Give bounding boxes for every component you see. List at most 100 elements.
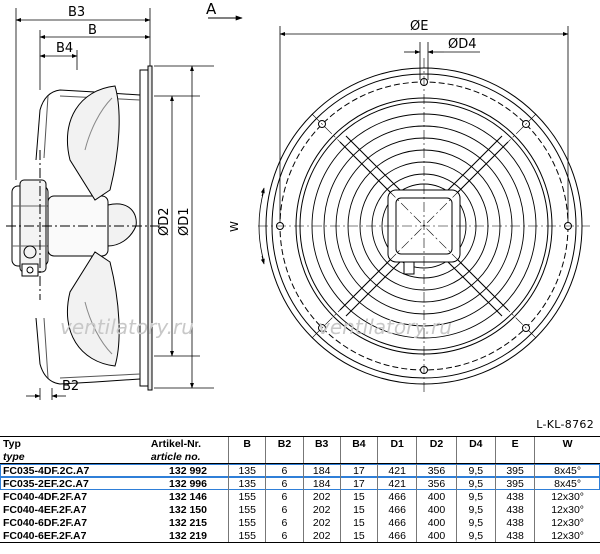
cell-article: 132 219 xyxy=(147,529,229,543)
cell-d4: 9,5 xyxy=(455,463,496,477)
dim-label-w: W xyxy=(228,221,241,232)
cell-d2: 356 xyxy=(416,477,457,490)
cell-b4: 17 xyxy=(339,477,378,490)
cell-b3: 202 xyxy=(302,490,341,503)
side-view-dimensions xyxy=(15,8,214,400)
cell-d2: 400 xyxy=(416,529,457,543)
cell-d1: 421 xyxy=(377,477,417,490)
side-view xyxy=(6,65,160,391)
cell-b4: 15 xyxy=(339,503,378,516)
cell-b2: 6 xyxy=(265,516,304,529)
cell-d1: 466 xyxy=(377,503,417,516)
cell-w: 12x30° xyxy=(534,529,600,543)
cell-d4: 9,5 xyxy=(455,503,496,516)
technical-drawing: B3 B B4 ØD2 ØD1 B2 A xyxy=(6,0,590,400)
cell-type: FC040-4EF.2F.A7 xyxy=(3,503,87,516)
cell-d4: 9,5 xyxy=(455,490,496,503)
cell-d2: 356 xyxy=(416,463,457,477)
col-header-d2: D2 xyxy=(416,436,457,450)
col-header-typ: Typ xyxy=(0,436,148,450)
col-subheader-empty xyxy=(228,450,266,464)
table-row: FC040-6EF.2F.A7 132 219 155 6 202 15 466… xyxy=(0,529,600,543)
col-subheader-empty xyxy=(455,450,496,464)
view-label-a: A xyxy=(206,0,217,18)
cell-type: FC035-2EF.2C.A7 xyxy=(0,477,148,490)
col-header-w: W xyxy=(534,436,600,450)
cell-d1: 421 xyxy=(377,463,417,477)
cell-b2: 6 xyxy=(265,463,304,477)
cell-type: FC040-6EF.2F.A7 xyxy=(0,529,148,543)
cell-article: 132 996 xyxy=(148,477,229,490)
cell-b3: 184 xyxy=(302,477,341,490)
cell-article: 132 992 xyxy=(148,464,229,478)
cell-type: FC040-4DF.2F.A7 xyxy=(3,490,88,503)
col-header-b4: B4 xyxy=(339,436,378,450)
col-subheader-empty xyxy=(534,450,600,464)
cell-type: FC040-6DF.2F.A7 xyxy=(3,516,88,529)
dim-label-e: ØE xyxy=(410,19,428,34)
cell-b: 155 xyxy=(228,490,266,503)
table-row: FC035-4DF.2C.A7 132 992 135 6 184 17 421… xyxy=(0,463,600,478)
spec-table: Typ Artikel-Nr. B B2 B3 B4 D1 D2 D4 E W … xyxy=(0,436,600,543)
front-view xyxy=(258,58,590,394)
col-header-b: B xyxy=(228,436,266,450)
watermark-left: ventilatory.ru xyxy=(60,315,194,339)
col-subheader-empty xyxy=(302,450,341,464)
cell-b: 155 xyxy=(228,503,266,516)
cell-b4: 17 xyxy=(339,463,378,477)
table-row: FC040-4EF.2F.A7 132 150 155 6 202 15 466… xyxy=(0,503,600,516)
cell-d2: 400 xyxy=(416,503,457,516)
col-header-b2: B2 xyxy=(265,436,304,450)
col-subheader-empty xyxy=(265,450,304,464)
cell-w: 8x45° xyxy=(534,463,600,477)
cell-b2: 6 xyxy=(265,477,304,490)
col-header-d4: D4 xyxy=(455,436,496,450)
col-header-e: E xyxy=(494,436,535,450)
dim-label-b: B xyxy=(88,23,97,38)
cell-d2: 400 xyxy=(416,516,457,529)
cell-b3: 184 xyxy=(302,463,341,477)
cell-d1: 466 xyxy=(377,490,417,503)
cell-e: 438 xyxy=(494,516,535,529)
cell-d4: 9,5 xyxy=(455,477,496,490)
dim-label-d4: ØD4 xyxy=(448,37,477,52)
watermark-right: ventilatory.ru xyxy=(318,315,452,339)
cell-d4: 9,5 xyxy=(455,516,496,529)
table-row: FC035-2EF.2C.A7 132 996 135 6 184 17 421… xyxy=(0,477,600,490)
col-subheader-type: type xyxy=(0,450,148,464)
cell-d4: 9,5 xyxy=(455,529,496,543)
cell-b3: 202 xyxy=(302,529,341,543)
table-row: FC040-6DF.2F.A7 132 215 155 6 202 15 466… xyxy=(0,516,600,529)
cell-article: 132 146 xyxy=(169,490,207,503)
col-subheader-article: article no. xyxy=(147,450,229,464)
cell-article: 132 150 xyxy=(169,503,207,516)
cell-e: 395 xyxy=(494,477,535,490)
cell-b2: 6 xyxy=(265,529,304,543)
col-header-d1: D1 xyxy=(377,436,417,450)
dim-label-d2: ØD2 xyxy=(157,207,172,236)
col-header-artikel: Artikel-Nr. xyxy=(147,436,229,450)
cell-b4: 15 xyxy=(339,516,378,529)
front-view-dimensions xyxy=(258,26,569,265)
cell-b: 135 xyxy=(228,477,266,490)
cell-w: 12x30° xyxy=(534,490,600,503)
cell-b: 155 xyxy=(228,516,266,529)
cell-b4: 15 xyxy=(339,490,378,503)
cell-type: FC035-4DF.2C.A7 xyxy=(0,464,148,478)
cell-w: 12x30° xyxy=(534,503,600,516)
dim-label-d1: ØD1 xyxy=(177,207,192,236)
cell-e: 438 xyxy=(494,529,535,543)
cell-w: 12x30° xyxy=(534,516,600,529)
cell-e: 395 xyxy=(494,463,535,477)
col-subheader-empty xyxy=(377,450,417,464)
cell-b: 135 xyxy=(228,463,266,477)
header-row: Typ Artikel-Nr. B B2 B3 B4 D1 D2 D4 E W xyxy=(0,436,600,450)
spec-table-head: Typ Artikel-Nr. B B2 B3 B4 D1 D2 D4 E W … xyxy=(0,436,600,464)
spec-table-body: FC035-4DF.2C.A7 132 992 135 6 184 17 421… xyxy=(0,463,600,543)
table-row: FC040-4DF.2F.A7 132 146 155 6 202 15 466… xyxy=(0,490,600,503)
cell-w: 8x45° xyxy=(534,477,600,490)
cell-d1: 466 xyxy=(377,516,417,529)
cell-e: 438 xyxy=(494,490,535,503)
dim-label-b2: B2 xyxy=(62,379,79,394)
cell-b2: 6 xyxy=(265,503,304,516)
